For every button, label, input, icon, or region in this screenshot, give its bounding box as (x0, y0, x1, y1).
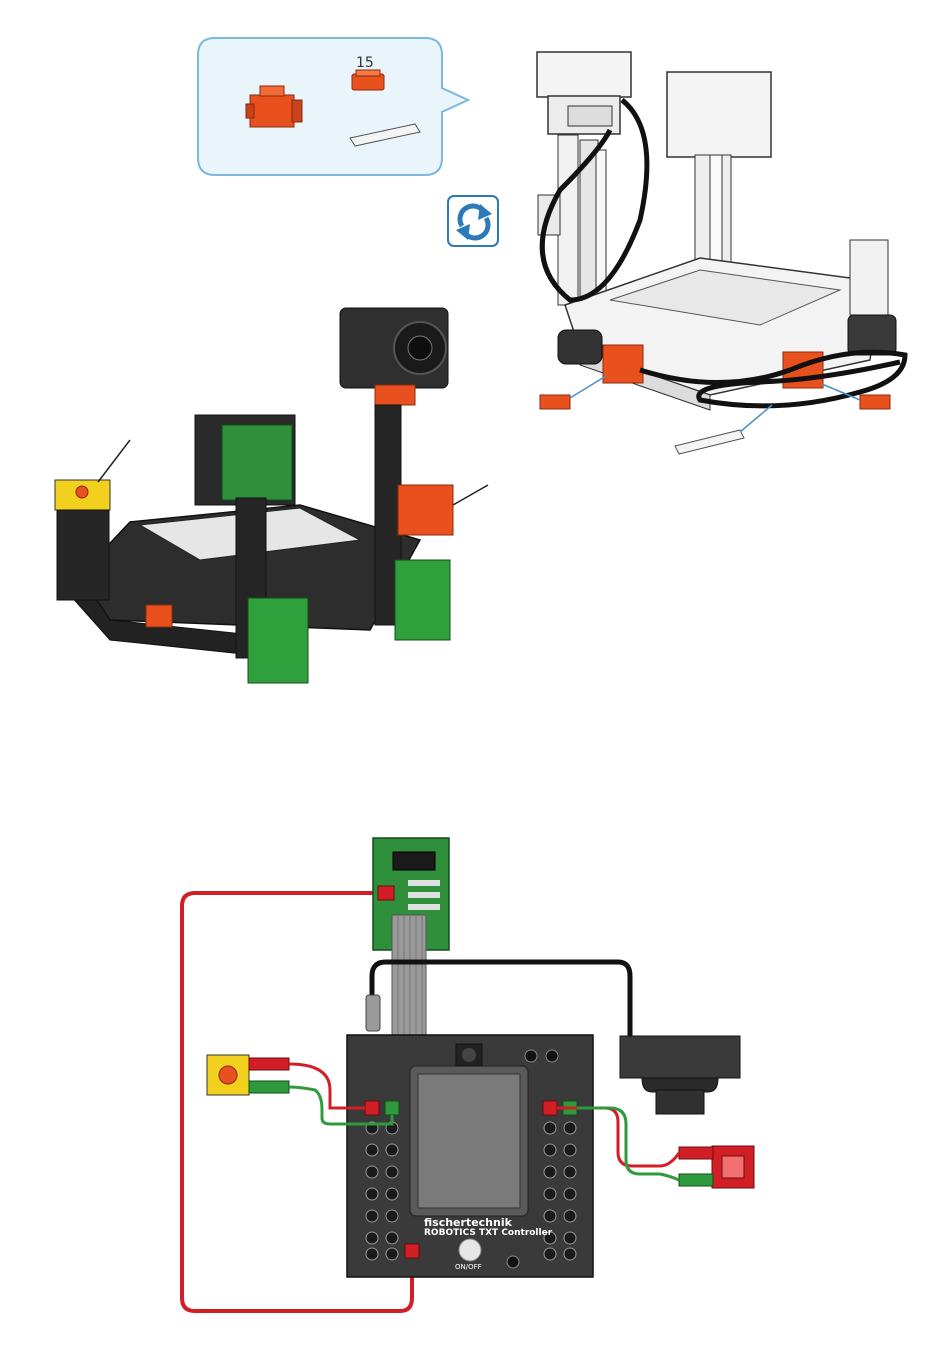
light-sensor-component (679, 1146, 754, 1188)
power-button-label: ON/OFF (455, 1263, 482, 1271)
txt-controller (347, 1035, 593, 1277)
controller-model-label: ROBOTICS TXT Controller (424, 1228, 552, 1238)
push-button-component (207, 1055, 289, 1095)
part-quantity-label: 15 (356, 55, 374, 71)
camera-unit (620, 1036, 740, 1114)
